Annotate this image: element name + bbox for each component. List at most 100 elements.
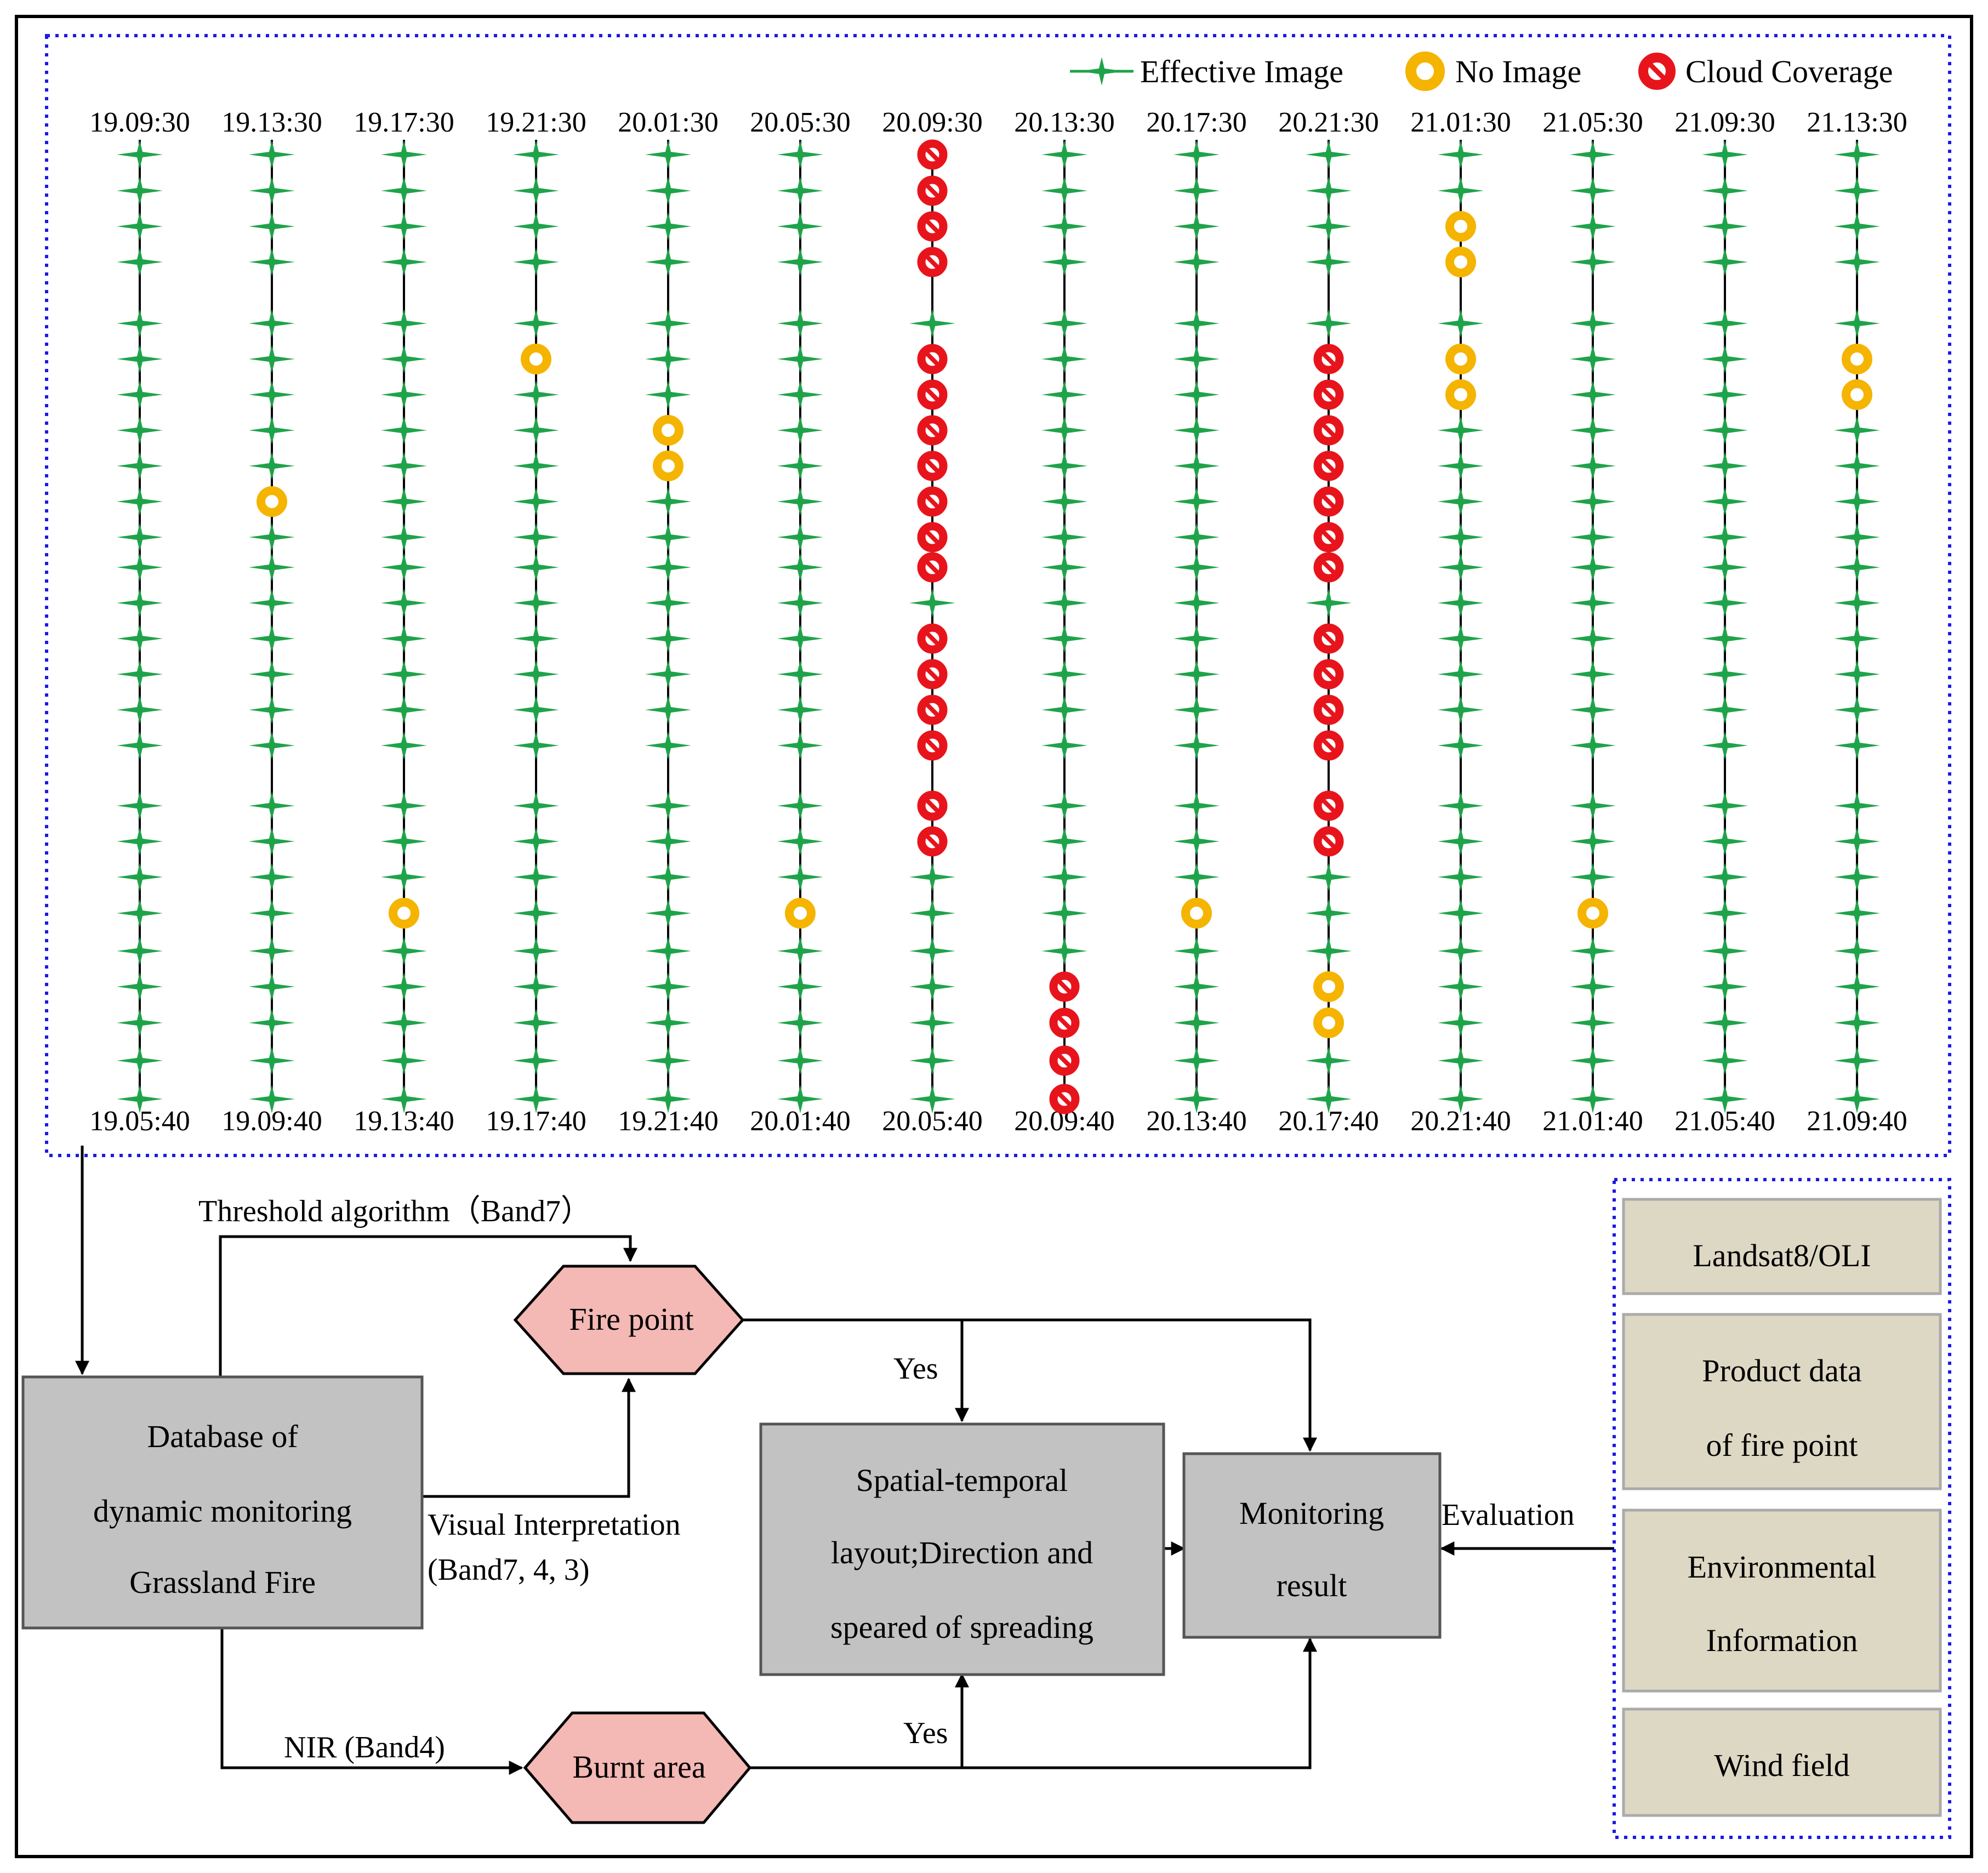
- effective-image-marker: [777, 863, 823, 891]
- cloud-coverage-marker: [1313, 344, 1344, 374]
- source-wind-field-label: Wind field: [1714, 1747, 1849, 1783]
- effective-image-marker: [513, 937, 559, 965]
- effective-image-marker: [1438, 624, 1484, 653]
- effective-image-marker: [1438, 863, 1484, 891]
- effective-image-marker: [1041, 863, 1087, 891]
- effective-image-marker: [1438, 827, 1484, 856]
- effective-image-marker: [1041, 827, 1087, 856]
- cloud-coverage-marker: [917, 659, 948, 690]
- effective-image-marker: [1306, 589, 1352, 617]
- top-time-label: 19.21:30: [486, 107, 586, 138]
- effective-image-legend-icon: [1070, 57, 1133, 86]
- effective-image-marker: [1834, 589, 1880, 617]
- effective-image-marker: [777, 1046, 823, 1075]
- effective-image-marker: [1834, 863, 1880, 891]
- effective-image-marker: [1174, 937, 1220, 965]
- effective-image-marker: [645, 487, 691, 516]
- cloud-coverage-marker: [1313, 379, 1344, 410]
- effective-image-marker: [381, 624, 427, 653]
- effective-image-marker: [909, 937, 955, 965]
- effective-image-marker: [117, 1046, 163, 1075]
- top-time-label: 20.05:30: [750, 107, 850, 138]
- effective-image-marker: [1834, 731, 1880, 760]
- effective-image-marker: [645, 660, 691, 688]
- image-column: [1041, 140, 1087, 1114]
- effective-image-marker: [1041, 731, 1087, 760]
- image-column: [777, 140, 823, 1113]
- effective-image-marker: [909, 972, 955, 1001]
- effective-image-marker: [645, 345, 691, 373]
- effective-image-marker: [513, 589, 559, 617]
- cloud-coverage-marker: [1313, 730, 1344, 761]
- effective-image-marker: [777, 589, 823, 617]
- effective-image-marker: [1041, 660, 1087, 688]
- no-image-marker: [257, 486, 287, 517]
- effective-image-marker: [645, 937, 691, 965]
- effective-image-marker: [1702, 1009, 1748, 1037]
- effective-image-marker: [1438, 177, 1484, 205]
- effective-image-marker: [249, 696, 295, 724]
- effective-image-marker: [777, 696, 823, 724]
- effective-image-marker: [1041, 553, 1087, 582]
- top-time-label: 21.09:30: [1674, 107, 1775, 138]
- effective-image-marker: [381, 309, 427, 338]
- top-time-label: 19.09:30: [89, 107, 190, 138]
- effective-image-marker: [1702, 212, 1748, 241]
- effective-image-marker: [1438, 899, 1484, 927]
- effective-image-marker: [645, 212, 691, 241]
- effective-image-marker: [1174, 827, 1220, 856]
- effective-image-marker: [1834, 416, 1880, 445]
- effective-image-marker: [1834, 624, 1880, 653]
- effective-image-marker: [645, 553, 691, 582]
- effective-image-marker: [1174, 1009, 1220, 1037]
- effective-image-marker: [1570, 345, 1616, 373]
- effective-image-marker: [1570, 416, 1616, 445]
- effective-image-marker: [249, 345, 295, 373]
- effective-image-marker: [249, 248, 295, 276]
- effective-image-marker: [1438, 553, 1484, 582]
- outer-frame: [15, 15, 1973, 1858]
- effective-image-marker: [1570, 660, 1616, 688]
- effective-image-marker: [381, 140, 427, 169]
- effective-image-marker: [1174, 309, 1220, 338]
- effective-image-marker: [1570, 487, 1616, 516]
- cloud-coverage-marker: [917, 211, 948, 242]
- cloud-coverage-marker: [917, 694, 948, 725]
- top-time-label: 20.13:30: [1014, 107, 1114, 138]
- effective-image-marker: [645, 863, 691, 891]
- no-image-marker: [1577, 898, 1608, 929]
- cloud-coverage-marker: [1313, 486, 1344, 517]
- effective-image-marker: [1174, 140, 1220, 169]
- effective-image-marker: [1438, 309, 1484, 338]
- effective-image-marker: [513, 1085, 559, 1113]
- effective-image-marker: [381, 212, 427, 241]
- effective-image-marker: [381, 1085, 427, 1113]
- source-product-data: Product data of fire point: [1622, 1313, 1942, 1490]
- cloud-coverage-marker: [917, 247, 948, 277]
- effective-image-marker: [1702, 487, 1748, 516]
- effective-image-marker: [777, 248, 823, 276]
- cloud-coverage-marker: [1313, 694, 1344, 725]
- effective-image-marker: [1570, 452, 1616, 480]
- effective-image-marker: [1438, 487, 1484, 516]
- effective-image-marker: [1702, 660, 1748, 688]
- source-landsat: Landsat8/OLI: [1622, 1198, 1942, 1295]
- effective-image-marker: [117, 1085, 163, 1113]
- cloud-coverage-marker: [1049, 971, 1080, 1002]
- effective-image-marker: [1438, 523, 1484, 551]
- effective-image-marker: [777, 416, 823, 445]
- effective-image-marker: [1834, 937, 1880, 965]
- effective-image-marker: [1834, 452, 1880, 480]
- effective-image-marker: [1702, 972, 1748, 1001]
- no-image-marker: [1842, 344, 1872, 374]
- effective-image-marker: [777, 1085, 823, 1113]
- effective-image-marker: [777, 731, 823, 760]
- cloud-coverage-marker: [917, 175, 948, 206]
- top-time-label: 19.17:30: [354, 107, 454, 138]
- effective-image-marker: [117, 792, 163, 820]
- effective-image-marker: [117, 177, 163, 205]
- effective-image-marker: [117, 212, 163, 241]
- effective-image-marker: [1702, 1046, 1748, 1075]
- image-column: [1702, 140, 1748, 1113]
- effective-image-marker: [1041, 380, 1087, 409]
